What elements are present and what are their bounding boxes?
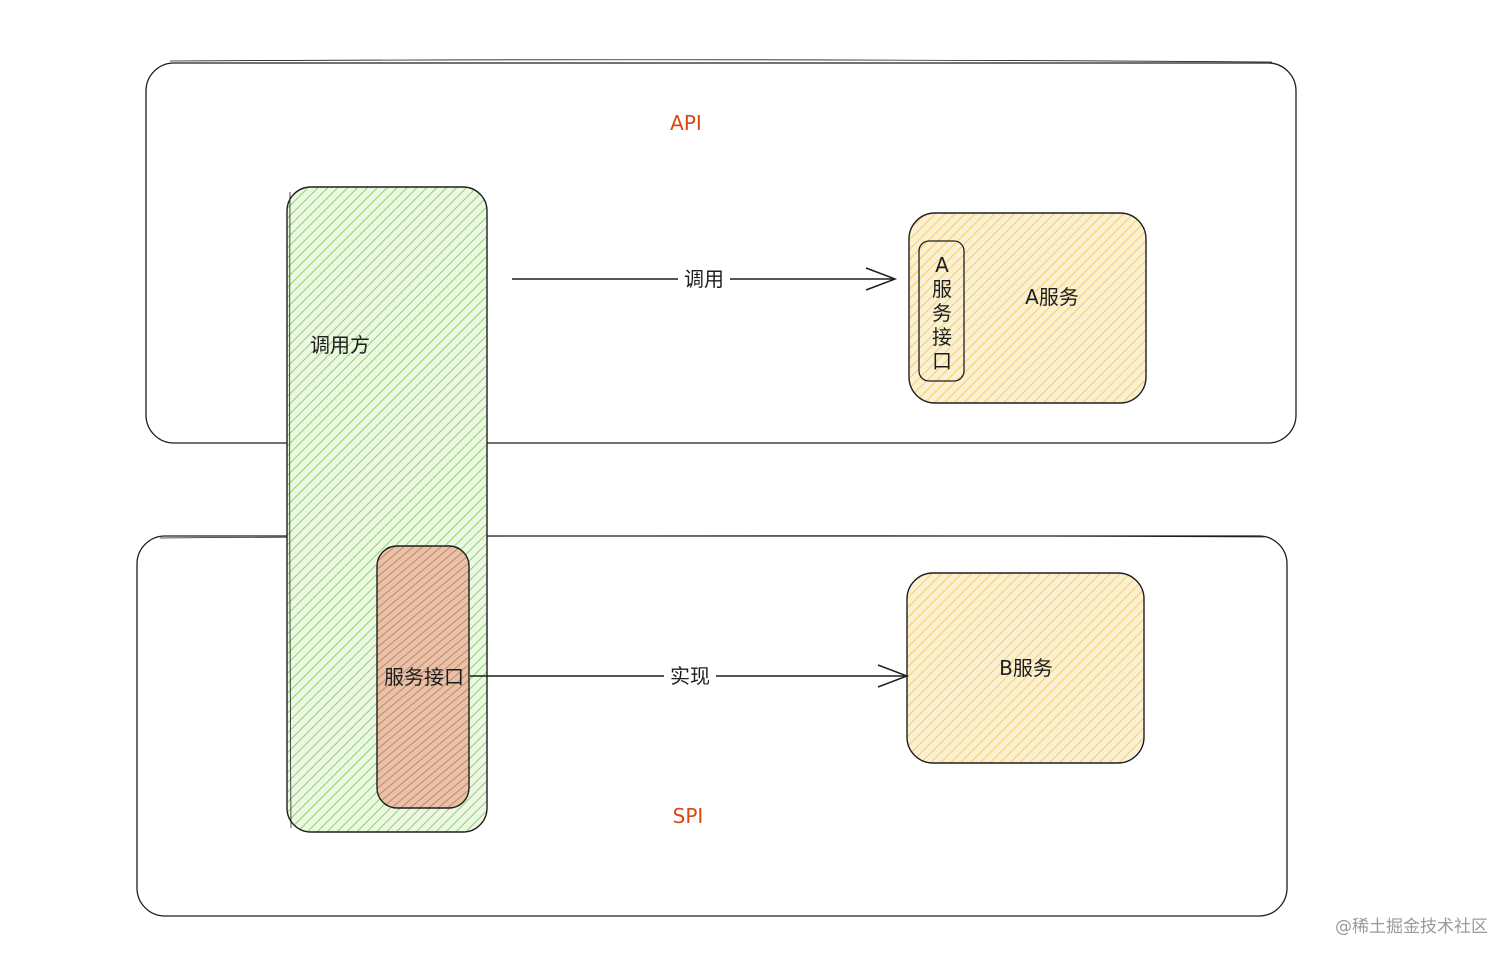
service-a-interface-char-2: 服	[932, 277, 952, 301]
invoke-arrow	[512, 267, 898, 291]
service-a-box	[908, 212, 1147, 404]
service-interface-label: 服务接口	[384, 665, 464, 689]
service-b-box	[906, 572, 1145, 764]
service-a-interface-box	[918, 240, 965, 382]
invoke-arrow-label: 调用	[684, 267, 724, 291]
implement-arrow	[470, 664, 910, 688]
service-interface-box	[376, 545, 470, 809]
service-a-interface-char-3: 务	[932, 301, 952, 325]
api-zone	[145, 59, 1297, 444]
service-a-interface-char-4: 接	[932, 325, 952, 349]
spi-zone-label: SPI	[673, 804, 704, 828]
service-a-interface-char-5: 口	[932, 349, 952, 373]
service-a-label: A服务	[1025, 285, 1079, 309]
implement-arrow-label: 实现	[670, 664, 710, 688]
caller-label: 调用方	[310, 333, 370, 357]
service-b-label: B服务	[999, 656, 1053, 680]
api-zone-label: API	[670, 111, 702, 135]
watermark: @稀土掘金技术社区	[1335, 917, 1488, 937]
service-a-interface-char-1: A	[935, 253, 949, 277]
